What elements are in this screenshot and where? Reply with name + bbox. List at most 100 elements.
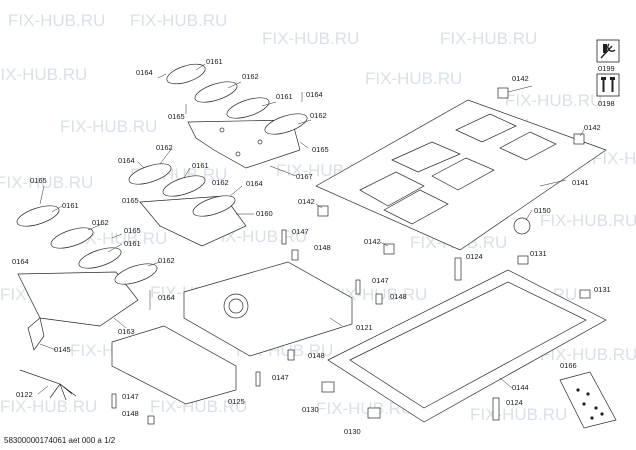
callout-0142: 0142 — [584, 123, 601, 132]
callout-0161: 0161 — [192, 161, 209, 170]
callout-0122: 0122 — [16, 390, 33, 399]
callout-0147: 0147 — [122, 392, 139, 401]
cable-and-bracket — [19, 317, 77, 401]
spring-clip — [492, 397, 500, 421]
callout-0148: 0148 — [122, 409, 139, 418]
watermark-text: FIX-HUB.RU — [540, 345, 636, 364]
watermark-text: FIX-HUB.RU — [0, 65, 87, 84]
callout-0131: 0131 — [594, 285, 611, 294]
pin — [255, 371, 261, 387]
callout-0125: 0125 — [228, 397, 245, 406]
legend-item-tools: 0199 — [596, 39, 620, 73]
callout-0147: 0147 — [372, 276, 389, 285]
callout-0167: 0167 — [296, 172, 313, 181]
callout-0147: 0147 — [272, 373, 289, 382]
spring-clip — [454, 257, 462, 281]
callout-0148: 0148 — [314, 243, 331, 252]
legend-item-screws: 0198 — [596, 73, 620, 108]
callout-0164: 0164 — [158, 293, 175, 302]
lower-left-burner-plate — [16, 205, 158, 327]
watermark-text: FIX-HUB.RU — [150, 397, 247, 416]
callout-0150: 0150 — [534, 206, 551, 215]
callout-0144: 0144 — [512, 383, 529, 392]
spring — [291, 249, 299, 261]
callout-0164: 0164 — [136, 68, 153, 77]
watermark-text: FIX-HUB.RU — [0, 173, 93, 192]
clip — [517, 255, 529, 265]
watermark-text: FIX-HUB.RU — [0, 397, 97, 416]
callout-0162: 0162 — [212, 178, 229, 187]
callout-0161: 0161 — [62, 201, 79, 210]
callout-0130: 0130 — [302, 405, 319, 414]
legend-label: 0198 — [598, 99, 615, 108]
spring — [287, 349, 295, 361]
sensor-disk — [513, 217, 531, 235]
watermark-text: FIX-HUB.RU — [440, 29, 537, 48]
leader-lines — [37, 63, 585, 395]
callout-0142: 0142 — [512, 74, 529, 83]
middle-burner-plate — [128, 163, 247, 247]
callout-0162: 0162 — [92, 218, 109, 227]
callout-0162: 0162 — [156, 143, 173, 152]
pin — [355, 279, 361, 295]
clip — [367, 407, 381, 419]
pin — [111, 393, 117, 409]
callout-0165: 0165 — [124, 226, 141, 235]
callout-0121: 0121 — [356, 323, 373, 332]
callout-0165: 0165 — [122, 196, 139, 205]
callout-0160: 0160 — [256, 209, 273, 218]
spring — [375, 293, 383, 305]
callout-0142: 0142 — [298, 197, 315, 206]
screws-icon — [601, 77, 615, 92]
callout-0161: 0161 — [124, 239, 141, 248]
mounting-frame — [327, 269, 607, 423]
watermark-text: FIX-HUB.RU — [8, 11, 105, 30]
watermark-text: FIX-HUB.RU — [70, 229, 167, 248]
callout-0124: 0124 — [466, 252, 483, 261]
callout-0145: 0145 — [54, 345, 71, 354]
callout-0164: 0164 — [118, 156, 135, 165]
callout-0162: 0162 — [310, 111, 327, 120]
callout-0147: 0147 — [292, 227, 309, 236]
tools-icon — [600, 43, 616, 59]
callout-0164: 0164 — [246, 179, 263, 188]
legend: 0199 0198 — [596, 39, 620, 108]
callout-0165: 0165 — [168, 112, 185, 121]
callout-0124: 0124 — [506, 398, 523, 407]
corner-brackets — [317, 87, 585, 255]
watermark-text: FIX-HUB.RU — [540, 211, 636, 230]
watermark-text: FIX-HUB.RU — [60, 117, 157, 136]
watermark-text: FIX-HUB.RU — [592, 149, 636, 168]
callout-0130: 0130 — [344, 427, 361, 436]
legend-label: 0199 — [598, 64, 615, 73]
callout-0162: 0162 — [242, 72, 259, 81]
callout-0165: 0165 — [30, 176, 47, 185]
main-chassis — [183, 261, 353, 357]
lower-electronics-board — [111, 325, 237, 405]
callout-0163: 0163 — [118, 327, 135, 336]
pin — [281, 229, 287, 245]
callout-0148: 0148 — [308, 351, 325, 360]
seal-kit — [559, 371, 617, 429]
callout-0165: 0165 — [312, 145, 329, 154]
clip — [321, 381, 335, 393]
clip — [579, 289, 591, 299]
callout-0148: 0148 — [390, 292, 407, 301]
legend-box — [596, 73, 620, 97]
callout-0161: 0161 — [276, 92, 293, 101]
watermark-text: FIX-HUB.RU — [130, 11, 227, 30]
callout-0162: 0162 — [158, 256, 175, 265]
watermark-text: FIX-HUB.RU — [470, 405, 567, 424]
callout-0164: 0164 — [306, 90, 323, 99]
callout-0164: 0164 — [12, 257, 29, 266]
callout-0142: 0142 — [364, 237, 381, 246]
watermark-text: FIX-HUB.RU — [505, 91, 602, 110]
callout-labels: 0164 0161 0162 0165 0161 0164 0162 0165 … — [12, 57, 611, 436]
watermark-text: FIX-HUB.RU — [365, 69, 462, 88]
callout-0166: 0166 — [560, 361, 577, 370]
watermark-text: FIX-HUB.RU — [262, 29, 359, 48]
watermark-text: FIX-HUB.RU — [316, 399, 413, 418]
callout-0161: 0161 — [206, 57, 223, 66]
coil-pads-upper — [166, 63, 308, 135]
